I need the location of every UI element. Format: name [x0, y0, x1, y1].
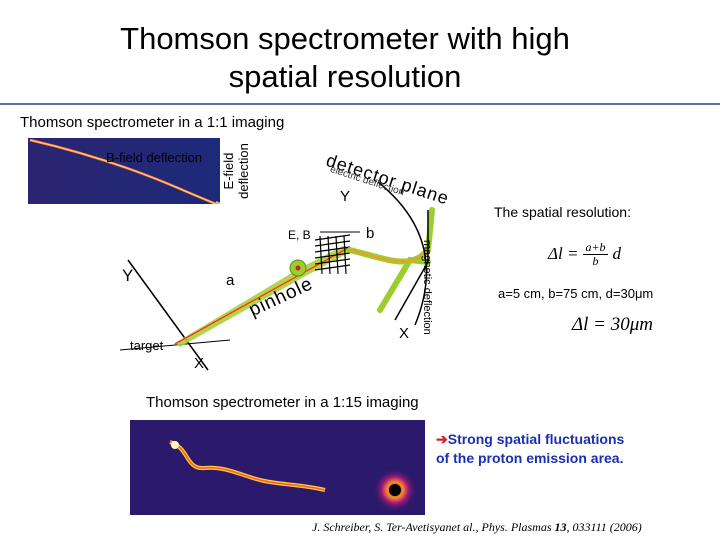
page-title: Thomson spectrometer with high spatial r… — [0, 20, 690, 96]
spectrum-image-1to1 — [28, 138, 220, 204]
bfield-deflection-label: B-field deflection — [106, 150, 203, 165]
spatial-resolution-label: The spatial resolution: — [494, 204, 631, 220]
title-line-1: Thomson spectrometer with high — [120, 21, 570, 56]
y-left-label: Y — [122, 266, 134, 285]
arrow-right-icon: ➔ — [436, 431, 448, 447]
target-line — [119, 339, 231, 351]
title-line-2: spatial resolution — [228, 59, 462, 94]
spectrum-image-1to15 — [130, 420, 425, 515]
a-label: a — [226, 272, 235, 289]
eb-label: E, B — [288, 228, 311, 242]
parameters-text: a=5 cm, b=75 cm, d=30μm — [498, 286, 654, 301]
detector-plane-label: detector plane electric deflection — [323, 150, 452, 209]
x-right-label: X — [399, 325, 410, 342]
title-divider — [0, 103, 720, 105]
magnetic-deflection-label: magnetic deflection — [421, 240, 433, 335]
pinhole-label: pinhole — [245, 273, 317, 322]
target-label: target — [130, 338, 164, 353]
x-bottom-label: X — [194, 355, 205, 372]
resolution-formula: Δl = a+b b d — [548, 239, 622, 268]
y-upper-label: Y — [340, 188, 351, 205]
citation: J. Schreiber, S. Ter-Avetisyanet al., Ph… — [312, 520, 642, 534]
spectrometer-diagram — [110, 150, 480, 380]
fluctuation-note: ➔Strong spatial fluctuations of the prot… — [436, 431, 625, 466]
resolution-result: Δl = 30μm — [572, 314, 654, 335]
b-label: b — [366, 225, 375, 242]
subtitle-1to1: Thomson spectrometer in a 1:1 imaging — [20, 114, 285, 131]
subtitle-1to15: Thomson spectrometer in a 1:15 imaging — [146, 394, 419, 411]
